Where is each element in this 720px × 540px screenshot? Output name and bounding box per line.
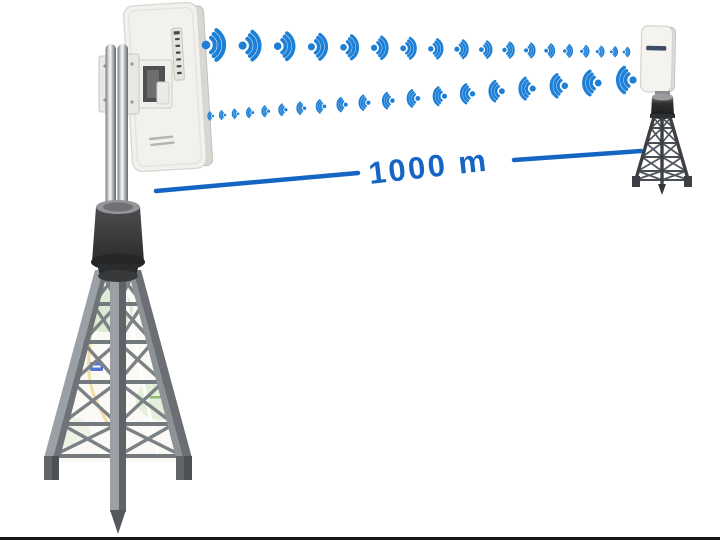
wifi-signal-icon [622,46,631,58]
wifi-signal-icon [261,105,271,118]
led-indicator [177,71,182,75]
wifi-signal-icon [278,103,288,117]
wifi-signal-icon [595,45,605,58]
led-indicator [173,31,180,35]
led-indicator [175,51,181,54]
wifi-signal-icon [400,36,417,60]
pole-mount-bracket [98,53,173,115]
led-indicator [175,37,180,41]
wifi-signal-icon [524,42,536,59]
wifi-waves-bottom-row [207,65,637,121]
wifi-signal-icon [207,111,215,121]
antenna-drum [91,200,145,282]
wifi-signal-icon [432,86,448,107]
wifi-signal-icon [582,69,602,97]
wifi-signal-icon [502,41,515,59]
vent-grille [148,135,175,147]
right-cpe [639,25,677,93]
distance-label: 1000 m [367,143,490,191]
bottom-border [0,537,720,540]
led-indicator [176,64,182,68]
wifi-signal-icon [315,99,327,114]
mounting-poles [105,44,128,214]
wifi-signal-icon [336,96,348,113]
wifi-signal-icon [615,65,637,95]
right-tower [632,114,692,195]
wifi-signal-icon [273,31,296,62]
wifi-signal-icon [563,44,573,58]
wifi-signal-icon [609,46,619,58]
led-indicator [176,58,181,61]
led-indicator [175,44,181,48]
wifi-signal-icon [307,32,328,61]
wifi-signal-icon [218,109,227,121]
wifi-signal-icon [245,106,255,119]
wifi-signal-icon [231,108,240,120]
left-tower [44,266,192,534]
wifi-signal-icon [428,38,444,60]
distance-line-right [511,148,644,163]
wifi-signal-icon [238,29,262,62]
wifi-signal-icon [406,89,421,108]
wifi-signal-icon [518,76,536,101]
wifi-signal-icon [454,39,469,60]
wifi-signal-icon [549,73,569,99]
wifi-signal-icon [340,34,360,61]
wifi-waves-top-row [201,28,631,62]
wifi-signal-icon [459,83,476,105]
wifi-signal-icon [296,101,307,116]
wifi-signal-icon [488,79,505,103]
wifi-signal-icon [544,43,556,59]
led-strip [171,27,185,81]
wifi-signal-icon [381,91,395,110]
distance-line-left [153,170,361,194]
wifi-signal-icon [479,40,493,59]
wifi-signal-icon [358,94,371,111]
brand-label [646,45,667,51]
wifi-signal-icon [580,44,590,58]
wifi-signal-icon [370,35,389,61]
